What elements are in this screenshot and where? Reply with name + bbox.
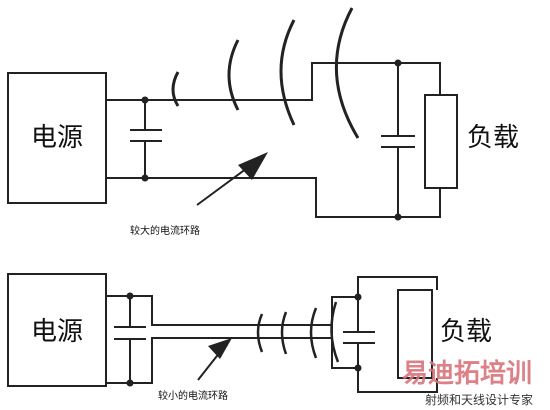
bottom-node bbox=[354, 293, 362, 301]
top-current-arrowhead bbox=[238, 152, 268, 180]
bottom-source-capacitor bbox=[114, 296, 146, 383]
top-power-source-box bbox=[7, 72, 107, 204]
bottom-load-resistor bbox=[397, 289, 433, 379]
bottom-source-label: 电源 bbox=[31, 317, 83, 347]
top-loop-annotation: 较大的电流环路 bbox=[130, 224, 200, 237]
bottom-loop-annotation: 较小的电流环路 bbox=[158, 389, 228, 402]
top-load-capacitor bbox=[381, 63, 415, 217]
bottom-load-label: 负载 bbox=[440, 317, 492, 347]
bottom-node bbox=[354, 364, 362, 372]
top-lower-wire bbox=[106, 177, 441, 218]
top-source-capacitor bbox=[130, 100, 162, 178]
top-upper-wire bbox=[106, 62, 441, 101]
bottom-power-source-box bbox=[7, 273, 107, 387]
top-load-label: 负载 bbox=[467, 123, 519, 153]
bottom-upper-wire bbox=[106, 276, 438, 326]
top-source-label: 电源 bbox=[31, 123, 83, 153]
top-node bbox=[394, 213, 402, 221]
top-radiation-arcs bbox=[171, 7, 360, 139]
bottom-radiation-arcs bbox=[256, 301, 340, 363]
bottom-node bbox=[126, 379, 134, 387]
bottom-load-capacitor bbox=[343, 297, 375, 368]
bottom-current-arrowhead bbox=[208, 338, 232, 359]
top-node bbox=[141, 174, 149, 182]
top-circuit bbox=[7, 7, 458, 221]
bottom-lower-wire bbox=[106, 337, 438, 393]
top-load-resistor bbox=[424, 94, 458, 189]
bottom-circuit bbox=[7, 273, 438, 393]
bottom-node bbox=[126, 292, 134, 300]
top-node bbox=[141, 96, 149, 104]
watermark-brand: 易迪拓培训 bbox=[402, 359, 532, 389]
watermark-tagline: 射频和天线设计专家 bbox=[425, 392, 533, 407]
top-node bbox=[394, 59, 402, 67]
